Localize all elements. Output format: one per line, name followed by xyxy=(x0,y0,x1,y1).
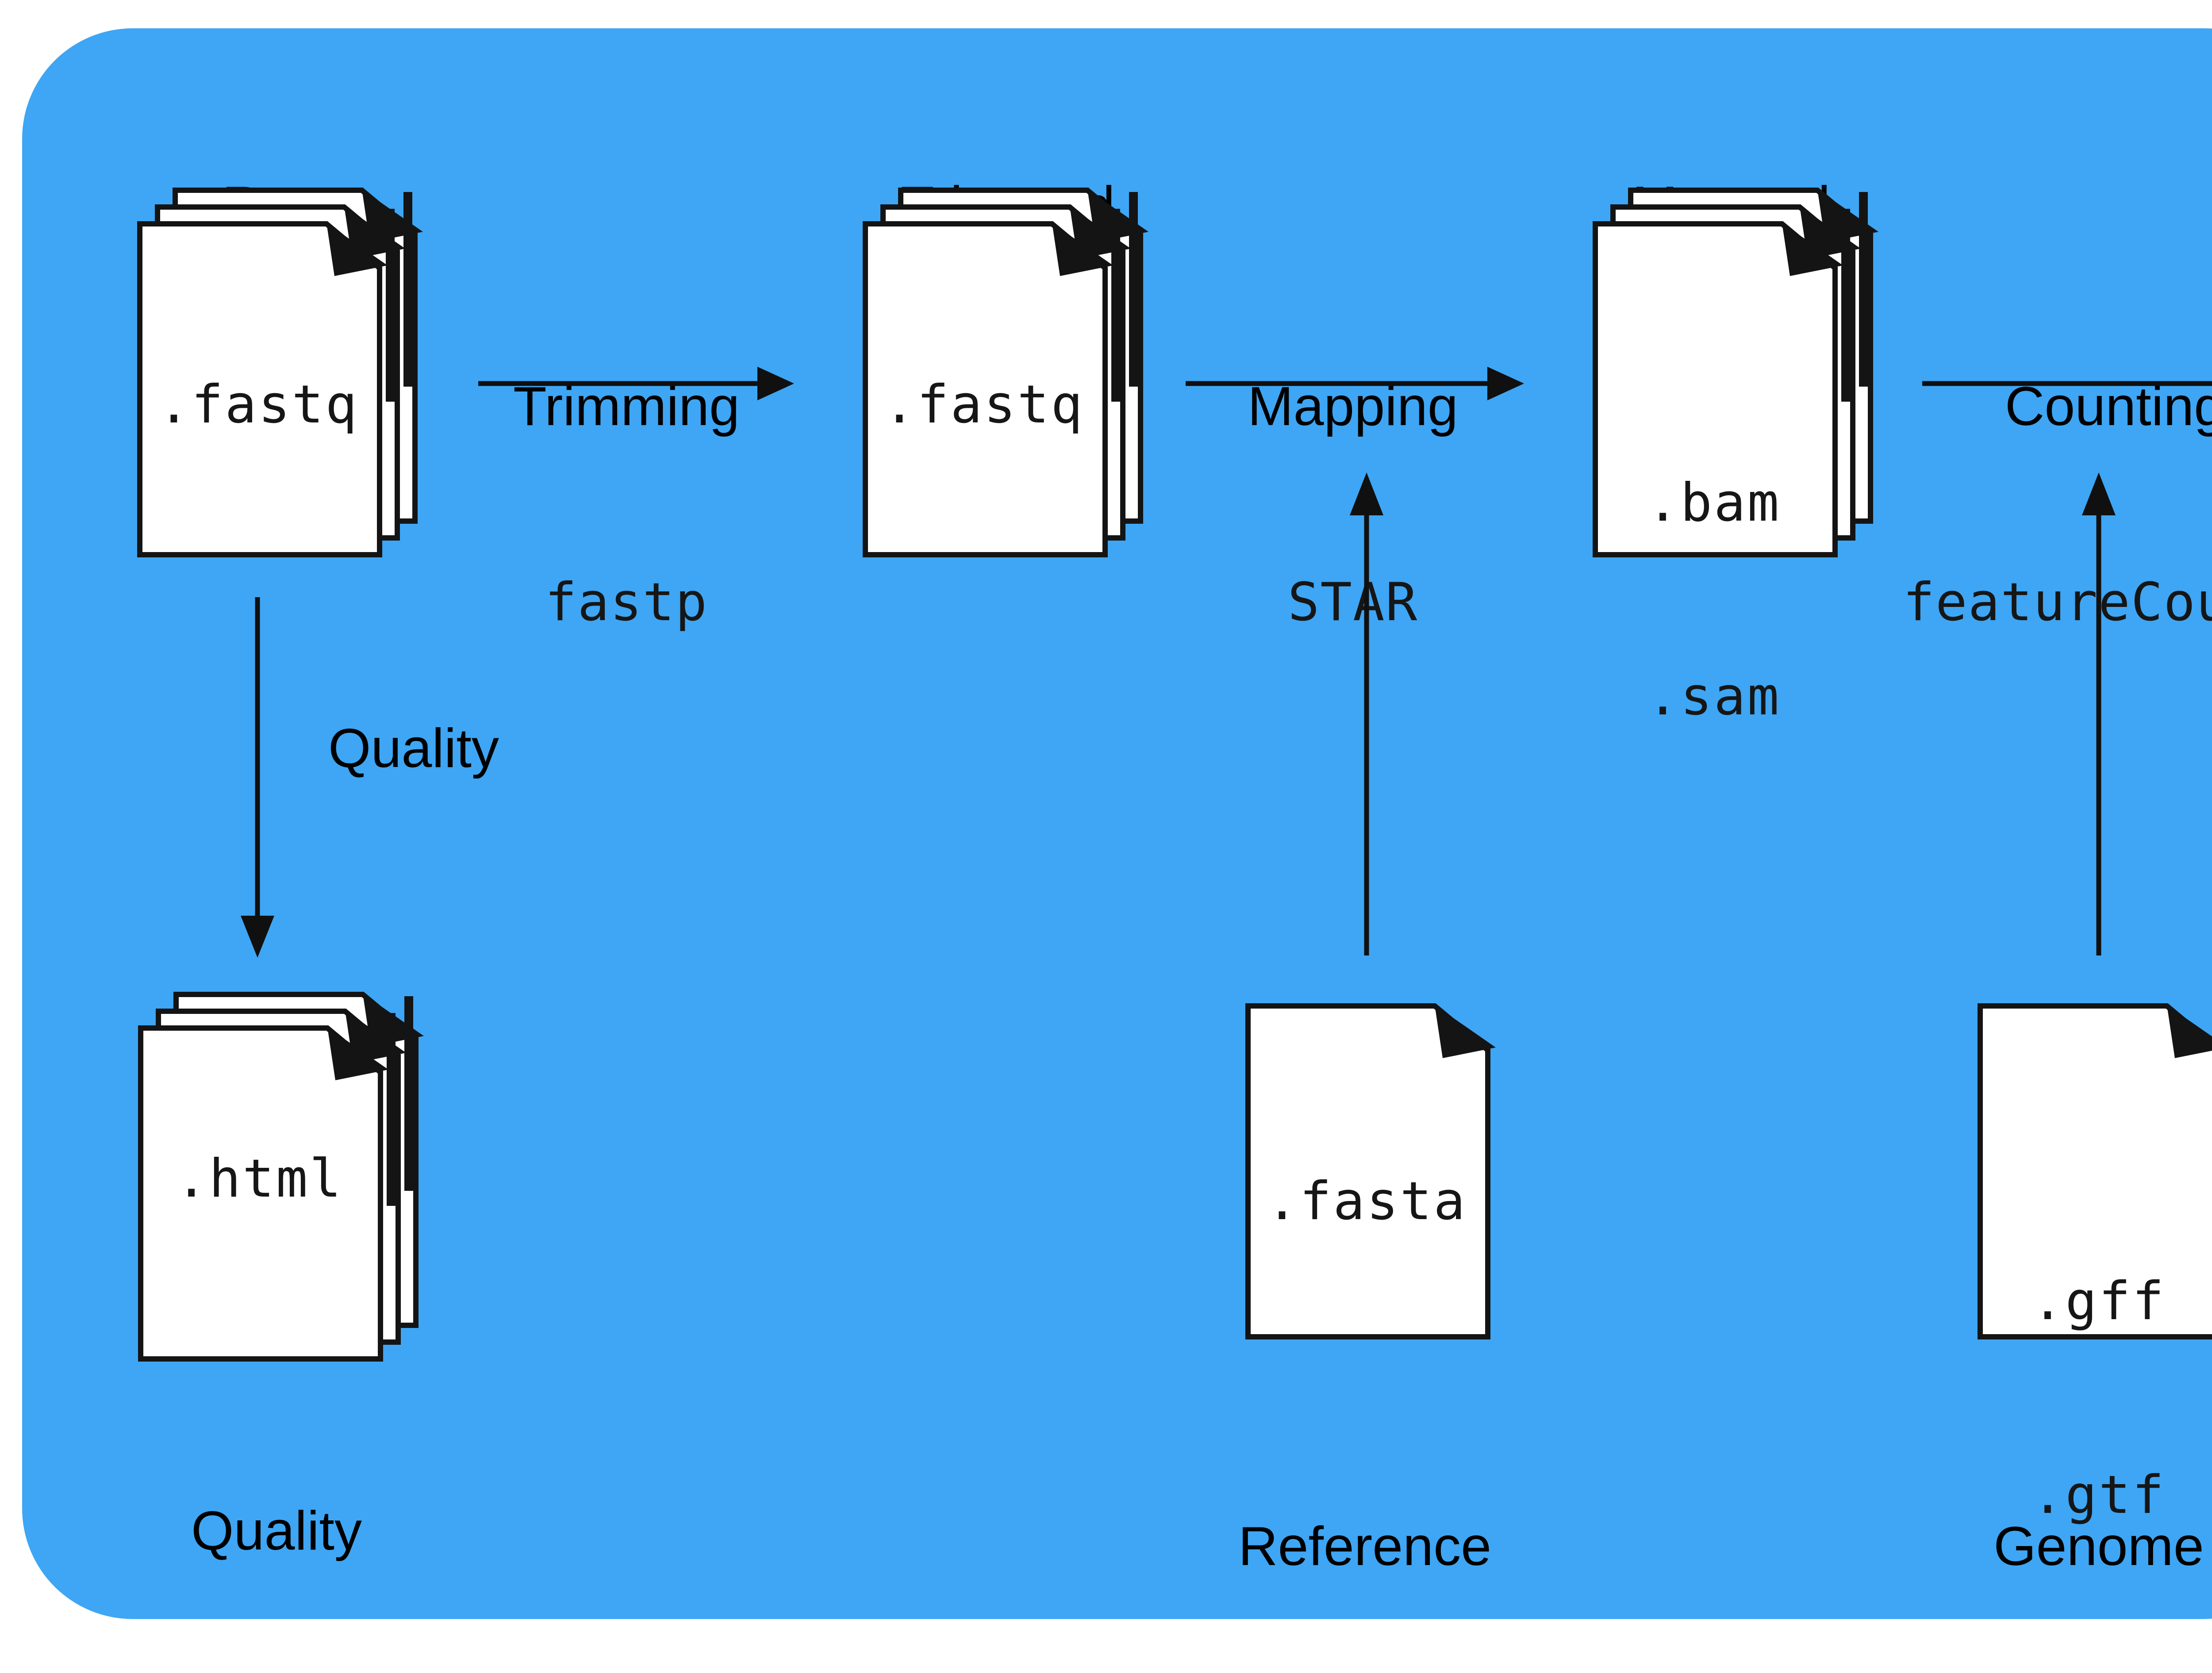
mapped-reads-file-ext: .bam .sam xyxy=(1647,472,1781,727)
counting-process-label: Counting featureCounts xyxy=(1849,243,2212,766)
quality-reports-caption: Quality control reports xyxy=(191,1500,362,1562)
reference-genome-file-ext: .fasta xyxy=(1266,1171,1467,1232)
genome-annotation-arrow xyxy=(2082,472,2116,955)
mapping-process-label: Mapping STAR xyxy=(1154,243,1552,766)
mapping-tool-name: STAR xyxy=(1287,572,1418,633)
counting-tool-name: featureCounts xyxy=(1903,572,2212,633)
genome-annotation-caption: Genome annotation xyxy=(1993,1516,2204,1577)
trimming-process-label: Trimming fastp xyxy=(427,243,826,766)
quality-arrow xyxy=(241,597,274,958)
trimming-tool-name: fastp xyxy=(545,572,708,633)
reference-genome-caption: Reference genome xyxy=(1238,1516,1492,1577)
quality-process-label: Quality xyxy=(328,718,499,779)
raw-reads-file-ext: .fastq xyxy=(158,374,359,435)
trimmed-reads-file-ext: .fastq xyxy=(883,374,1084,435)
trimming-arrow xyxy=(478,367,794,400)
reference-genome-arrow xyxy=(1350,472,1383,955)
counting-arrow xyxy=(1922,381,2212,386)
mapping-arrow xyxy=(1186,367,1524,400)
quality-reports-file-ext: .html xyxy=(175,1148,343,1209)
genome-annotation-file-ext: .gff .gtf xyxy=(2032,1271,2166,1526)
